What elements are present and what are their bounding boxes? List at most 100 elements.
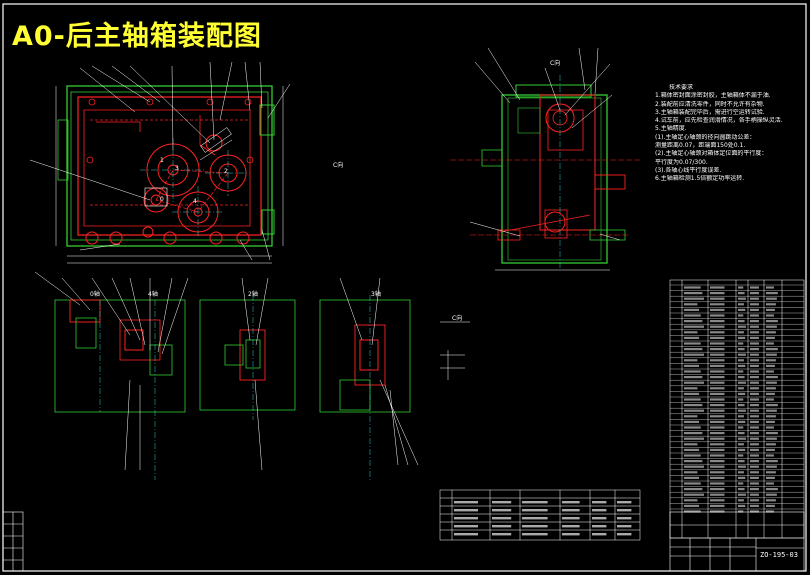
parts-row-text <box>738 482 744 485</box>
bearing-row-text <box>592 501 607 504</box>
parts-row-text <box>766 314 774 317</box>
parts-row-text <box>710 460 725 463</box>
parts-row-text <box>750 482 759 485</box>
parts-row-text <box>684 465 704 468</box>
parts-row-text <box>766 292 778 295</box>
parts-row-text <box>766 488 778 491</box>
shaft-label-0: 0轴 <box>90 291 100 298</box>
bearing-row-text <box>592 525 607 528</box>
parts-row-text <box>738 292 745 295</box>
parts-row-text <box>766 465 777 468</box>
parts-row-text <box>710 426 725 429</box>
parts-row-text <box>684 359 698 362</box>
parts-row-text <box>684 331 698 334</box>
parts-row-text <box>738 426 744 429</box>
parts-row-text <box>710 314 725 317</box>
parts-row-text <box>710 488 725 491</box>
parts-row-text <box>766 342 774 345</box>
bearing-row-text <box>492 533 512 536</box>
parts-row-text <box>684 482 701 485</box>
requirement-line: 1.箱体密封面涂密封胶，主轴箱体不漏于油. <box>655 92 771 100</box>
parts-row-text <box>710 348 725 351</box>
parts-row-text <box>766 476 775 479</box>
parts-row-text <box>738 454 744 457</box>
parts-row-text <box>750 471 759 474</box>
gear-number-3: 3 <box>175 165 179 172</box>
parts-row-text <box>738 286 744 289</box>
parts-row-text <box>738 336 746 339</box>
parts-row-text <box>684 510 701 513</box>
bearing-row-text <box>522 517 548 520</box>
parts-row-text <box>766 331 776 334</box>
bearing-row-text <box>592 533 607 536</box>
parts-row-text <box>710 476 725 479</box>
parts-row-text <box>750 476 759 479</box>
parts-row-text <box>766 359 776 362</box>
bearing-row-text <box>492 517 512 520</box>
parts-row-text <box>710 420 725 423</box>
parts-row-text <box>710 381 725 384</box>
parts-row-text <box>738 314 744 317</box>
parts-row-text <box>750 331 759 334</box>
parts-row-text <box>684 415 698 418</box>
requirement-line: (3).各轴心线平行度误差. <box>655 166 722 174</box>
bearing-row-text <box>454 509 478 512</box>
parts-row-text <box>766 297 777 300</box>
bearing-row-text <box>617 509 632 512</box>
parts-row-text <box>684 432 703 435</box>
parts-row-text <box>766 325 777 328</box>
c-view-label: C向 <box>550 60 561 67</box>
gear-number-2: 2 <box>224 168 228 175</box>
bearing-row-text <box>522 501 548 504</box>
parts-row-text <box>684 292 703 295</box>
parts-row-text <box>738 404 745 407</box>
parts-row-text <box>750 499 759 502</box>
parts-row-text <box>766 392 775 395</box>
parts-row-text <box>766 443 776 446</box>
parts-row-text <box>766 286 774 289</box>
title-block <box>669 511 805 572</box>
parts-row-text <box>710 297 725 300</box>
bearing-row-text <box>492 509 512 512</box>
parts-row-text <box>684 409 704 412</box>
bearing-row-text <box>617 501 632 504</box>
parts-row-text <box>766 348 778 351</box>
parts-row-text <box>738 392 746 395</box>
parts-row-text <box>710 353 725 356</box>
parts-row-text <box>750 460 759 463</box>
parts-row-text <box>750 370 759 373</box>
parts-row-text <box>710 409 725 412</box>
parts-row-text <box>750 415 759 418</box>
bearing-row-text <box>562 517 580 520</box>
parts-row-text <box>766 415 776 418</box>
parts-row-text <box>738 364 746 367</box>
parts-row-text <box>750 381 759 384</box>
drawing-number: ZO-195-03 <box>760 551 798 559</box>
parts-row-text <box>710 303 725 306</box>
parts-row-text <box>710 443 725 446</box>
bearing-row-text <box>562 533 580 536</box>
parts-row-text <box>766 370 774 373</box>
bearing-row-text <box>522 525 548 528</box>
gear-number-0: 0 <box>160 196 164 203</box>
requirement-line: 6.主轴箱检测1.5倍额定功率运转. <box>655 175 745 183</box>
parts-row-text <box>766 448 775 451</box>
parts-row-text <box>750 359 759 362</box>
parts-row-text <box>750 510 759 513</box>
parts-row-text <box>738 443 744 446</box>
parts-row-text <box>684 404 703 407</box>
parts-row-text <box>710 392 725 395</box>
bearing-row-text <box>592 509 607 512</box>
parts-row-text <box>766 353 777 356</box>
shaft-sections <box>34 271 470 480</box>
c-view-small-label: C向 <box>333 162 344 169</box>
binding-strip <box>2 511 24 572</box>
parts-row-text <box>684 314 701 317</box>
parts-row-text <box>684 336 700 339</box>
parts-row-text <box>750 342 759 345</box>
parts-row-text <box>750 325 759 328</box>
parts-row-text <box>738 331 744 334</box>
gear-number-4: 4 <box>193 198 197 205</box>
parts-row-text <box>710 448 725 451</box>
